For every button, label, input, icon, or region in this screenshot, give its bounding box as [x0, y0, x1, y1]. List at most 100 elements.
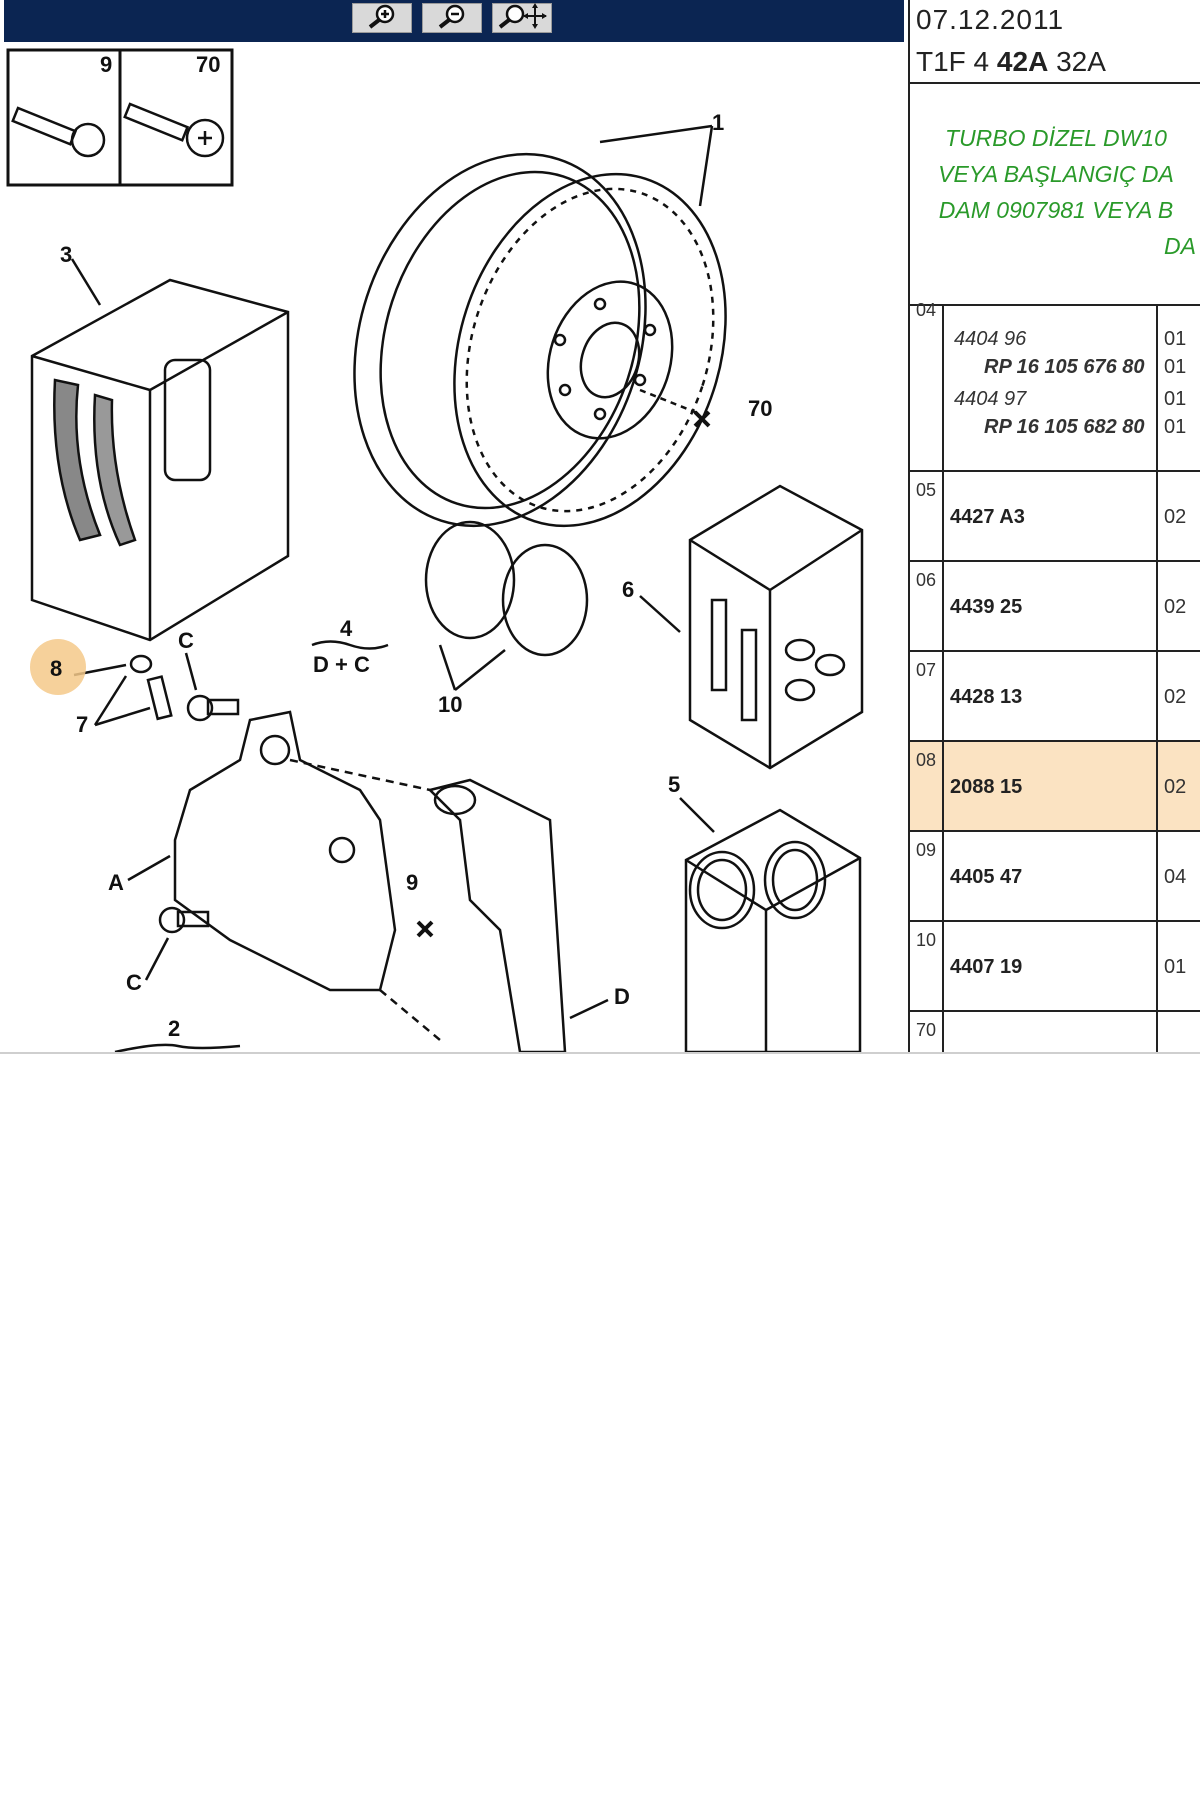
parts-row-06[interactable]: 06 4439 25 02	[910, 562, 1200, 652]
catalog-code: T1F 4 42A 32A	[916, 46, 1106, 78]
dust-cap-icon	[129, 654, 153, 674]
part-quantity: 01	[1164, 328, 1187, 350]
viewport-bottom-border	[0, 1052, 1200, 1054]
part-reference: 4427 A3	[950, 506, 1025, 528]
pan-zoom-button[interactable]	[492, 2, 552, 34]
part-reference: 4405 47	[950, 866, 1023, 888]
label-7: 7	[76, 712, 88, 737]
col-separator	[1156, 472, 1158, 560]
col-separator	[942, 306, 944, 470]
screw-9-icon	[11, 106, 106, 158]
part-reference-alt: 4404 96	[954, 328, 1027, 350]
col-separator	[1156, 832, 1158, 920]
col-separator	[1156, 922, 1158, 1010]
caliper-drawing	[173, 710, 441, 1041]
parts-row-08-selected[interactable]: 08 2088 15 02	[910, 742, 1200, 832]
part-reference: 4407 19	[950, 956, 1023, 978]
parts-row-04[interactable]: 04 4404 96 01 RP 16 105 676 80 01 4404 9…	[910, 300, 1200, 472]
zoom-in-icon	[365, 3, 399, 34]
seal-kit-box-drawing	[684, 808, 862, 1054]
note-line: DA	[1164, 233, 1196, 259]
code-prefix: T1F 4	[916, 46, 997, 77]
guide-pin-kit-box-drawing	[688, 484, 864, 770]
parts-row-05[interactable]: 05 4427 A3 02	[910, 472, 1200, 562]
label-a: A	[108, 870, 124, 895]
toolbar	[4, 0, 904, 42]
col-separator	[942, 742, 944, 830]
row-number: 09	[916, 840, 937, 860]
row-number: 07	[916, 660, 937, 680]
pan-zoom-icon	[497, 2, 547, 34]
inset-label-70: 70	[196, 52, 220, 77]
engine-note: TURBO DİZEL DW10 VEYA BAŞLANGIÇ DA DAM 0…	[910, 120, 1200, 264]
parts-row-09[interactable]: 09 4405 47 04	[910, 832, 1200, 922]
note-divider	[910, 304, 1200, 306]
part-quantity: 02	[1164, 776, 1187, 798]
exploded-parts-diagram[interactable]: 1 70 3 4 D + C 6 10 8 7 C A 9 C 5 D 2 9 …	[0, 42, 908, 1054]
label-5: 5	[668, 772, 680, 797]
col-separator	[1156, 742, 1158, 830]
zoom-in-button[interactable]	[352, 3, 412, 33]
col-separator	[942, 832, 944, 920]
part-reference-alt: 4404 97	[954, 388, 1027, 410]
part-quantity: 01	[1164, 388, 1187, 410]
part-reference: 4428 13	[950, 686, 1023, 708]
code-bold: 42A	[996, 46, 1049, 77]
label-3: 3	[60, 242, 72, 267]
parts-row-10[interactable]: 10 4407 19 01	[910, 922, 1200, 1012]
screw-70-icon	[123, 102, 225, 158]
caliper-bracket-drawing	[427, 778, 567, 1054]
row-number: 10	[916, 930, 937, 950]
part-quantity: 01	[1164, 356, 1187, 378]
brake-assembly-drawing: 1 70 3 4 D + C 6 10 8 7 C A 9 C 5 D 2 9 …	[6, 48, 864, 1054]
label-9: 9	[406, 870, 418, 895]
row-number: 05	[916, 480, 937, 500]
label-d: D	[614, 984, 630, 1009]
part-quantity: 02	[1164, 506, 1187, 528]
bleed-screw-icon	[146, 675, 173, 721]
retaining-clips-drawing	[424, 520, 589, 657]
note-line: DAM 0907981 VEYA B	[938, 197, 1174, 223]
part-quantity: 01	[1164, 416, 1187, 438]
label-4-d-c: D + C	[313, 652, 370, 677]
col-separator	[942, 472, 944, 560]
col-separator	[1156, 562, 1158, 650]
row-number: 06	[916, 570, 937, 590]
col-separator	[942, 652, 944, 740]
pad-kit-box-drawing	[30, 278, 290, 642]
part-quantity: 02	[1164, 686, 1187, 708]
row-number: 08	[916, 750, 937, 770]
col-separator	[942, 562, 944, 650]
parts-list-panel: 07.12.2011 T1F 4 42A 32A TURBO DİZEL DW1…	[908, 0, 1200, 1052]
label-6: 6	[622, 577, 634, 602]
parts-row-70[interactable]: 70	[910, 1012, 1200, 1052]
col-separator	[942, 922, 944, 1010]
zoom-out-icon	[435, 3, 469, 34]
part-reference-rp: RP 16 105 676 80	[984, 356, 1145, 378]
catalog-date: 07.12.2011	[916, 4, 1065, 35]
code-suffix: 32A	[1048, 46, 1106, 77]
selected-part-highlight	[30, 639, 86, 695]
brake-disc-drawing	[353, 152, 727, 528]
zoom-out-button[interactable]	[422, 3, 482, 33]
part-reference-rp: RP 16 105 682 80	[984, 416, 1145, 438]
col-separator	[1156, 652, 1158, 740]
col-separator	[1156, 1012, 1158, 1052]
label-4: 4	[340, 616, 353, 641]
inset-label-9: 9	[100, 52, 112, 77]
row-number: 04	[916, 300, 937, 320]
parts-row-07[interactable]: 07 4428 13 02	[910, 652, 1200, 742]
part-quantity: 02	[1164, 596, 1187, 618]
label-c-lower: C	[126, 970, 142, 995]
label-10: 10	[438, 692, 462, 717]
label-1: 1	[712, 110, 724, 135]
header-divider	[910, 82, 1200, 84]
label-c-upper: C	[178, 628, 194, 653]
label-2: 2	[168, 1016, 180, 1041]
bolt-c-lower-icon	[158, 906, 210, 934]
part-quantity: 01	[1164, 956, 1187, 978]
col-separator	[942, 1012, 944, 1052]
row-number: 70	[916, 1020, 937, 1040]
label-70: 70	[748, 396, 772, 421]
note-line: TURBO DİZEL DW10	[945, 125, 1167, 151]
